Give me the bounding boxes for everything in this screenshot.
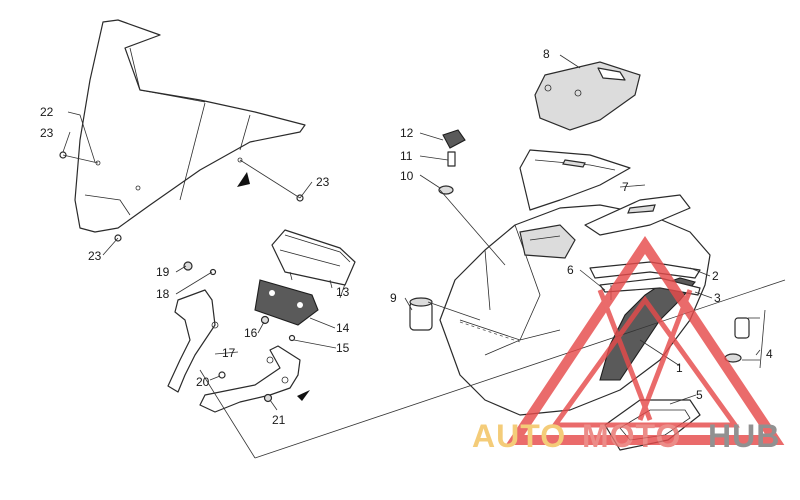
- callout-13: 13: [336, 285, 350, 299]
- screw-11: [447, 151, 456, 167]
- assembly-lines: [199, 189, 786, 459]
- callout-8: 8: [543, 47, 550, 61]
- callout-6: 6: [567, 263, 574, 277]
- top-cover: [534, 61, 641, 131]
- callout-15: 15: [336, 341, 350, 355]
- callout-12: 12: [400, 126, 414, 140]
- gauge-bracket: [167, 289, 310, 413]
- callout-14: 14: [336, 321, 350, 335]
- watermark-hub: HUB: [708, 418, 780, 454]
- direction-arrow: [297, 390, 310, 401]
- plug-9: [409, 297, 433, 331]
- callout-16: 16: [244, 326, 258, 340]
- callout-22: 22: [40, 105, 54, 119]
- callout-10: 10: [400, 169, 414, 183]
- screw-16: [260, 315, 270, 325]
- leader-lines: [62, 54, 761, 411]
- washer-18: [209, 268, 217, 276]
- nut-19: [183, 261, 193, 271]
- callout-18: 18: [156, 287, 170, 301]
- callout-labels: 22 23 23 23 12 11 10 8 7 6 2 3 1 5 4 9 1…: [40, 47, 773, 427]
- watermark: AUTO MOTO HUB: [472, 235, 785, 454]
- callout-4: 4: [766, 347, 773, 361]
- callout-5: 5: [696, 388, 703, 402]
- callout-17: 17: [222, 346, 236, 360]
- callout-23-top-left: 23: [40, 126, 54, 140]
- callout-3: 3: [714, 291, 721, 305]
- direction-arrow: [237, 172, 250, 187]
- windshield-screw-right: [239, 159, 304, 202]
- screw-20: [218, 371, 226, 379]
- windshield: [74, 19, 306, 233]
- callout-23-bottom: 23: [88, 249, 102, 263]
- gauge-mount-plate: [254, 279, 319, 326]
- vent-panel-upper: [519, 149, 631, 211]
- callout-23-right: 23: [316, 175, 330, 189]
- callout-11: 11: [400, 149, 413, 163]
- grommet-10: [438, 185, 454, 195]
- vent-panel-lower: [584, 194, 691, 236]
- gauge-cluster: [271, 229, 356, 289]
- callout-21: 21: [272, 413, 286, 427]
- trim-upper: [589, 261, 701, 279]
- washer-15: [288, 334, 296, 342]
- screw-21: [263, 393, 273, 403]
- callout-2: 2: [712, 269, 719, 283]
- callout-1: 1: [676, 361, 683, 375]
- callout-19: 19: [156, 265, 170, 279]
- watermark-triangle-logo: [505, 235, 785, 445]
- callout-7: 7: [622, 180, 629, 194]
- callout-20: 20: [196, 375, 210, 389]
- cap-12: [442, 129, 466, 149]
- watermark-auto: AUTO: [472, 418, 566, 454]
- watermark-moto: MOTO: [582, 418, 681, 454]
- callout-9: 9: [390, 291, 397, 305]
- plug-kit-4: [724, 317, 750, 363]
